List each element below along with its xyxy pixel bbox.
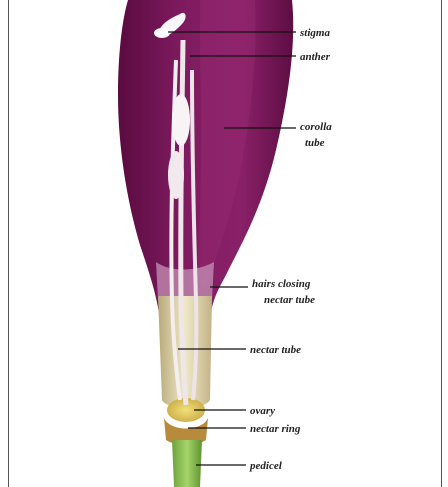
label-tube: tube: [305, 137, 325, 149]
label-pedicel: pedicel: [249, 460, 283, 472]
label-corolla: corolla: [300, 121, 332, 133]
anther-shape: [172, 94, 190, 146]
pedicel-shape: [172, 440, 202, 487]
label-nectar-tube-hairs: nectar tube: [264, 294, 315, 306]
label-hairs-closing: hairs closing: [252, 278, 311, 290]
anther-shape-lower: [168, 151, 184, 199]
stigma-tip: [154, 28, 170, 38]
label-nectar-ring: nectar ring: [250, 423, 301, 435]
label-nectar-tube: nectar tube: [250, 344, 301, 356]
label-anther: anther: [300, 51, 331, 63]
label-ovary: ovary: [250, 405, 275, 417]
label-stigma: stigma: [299, 27, 330, 39]
